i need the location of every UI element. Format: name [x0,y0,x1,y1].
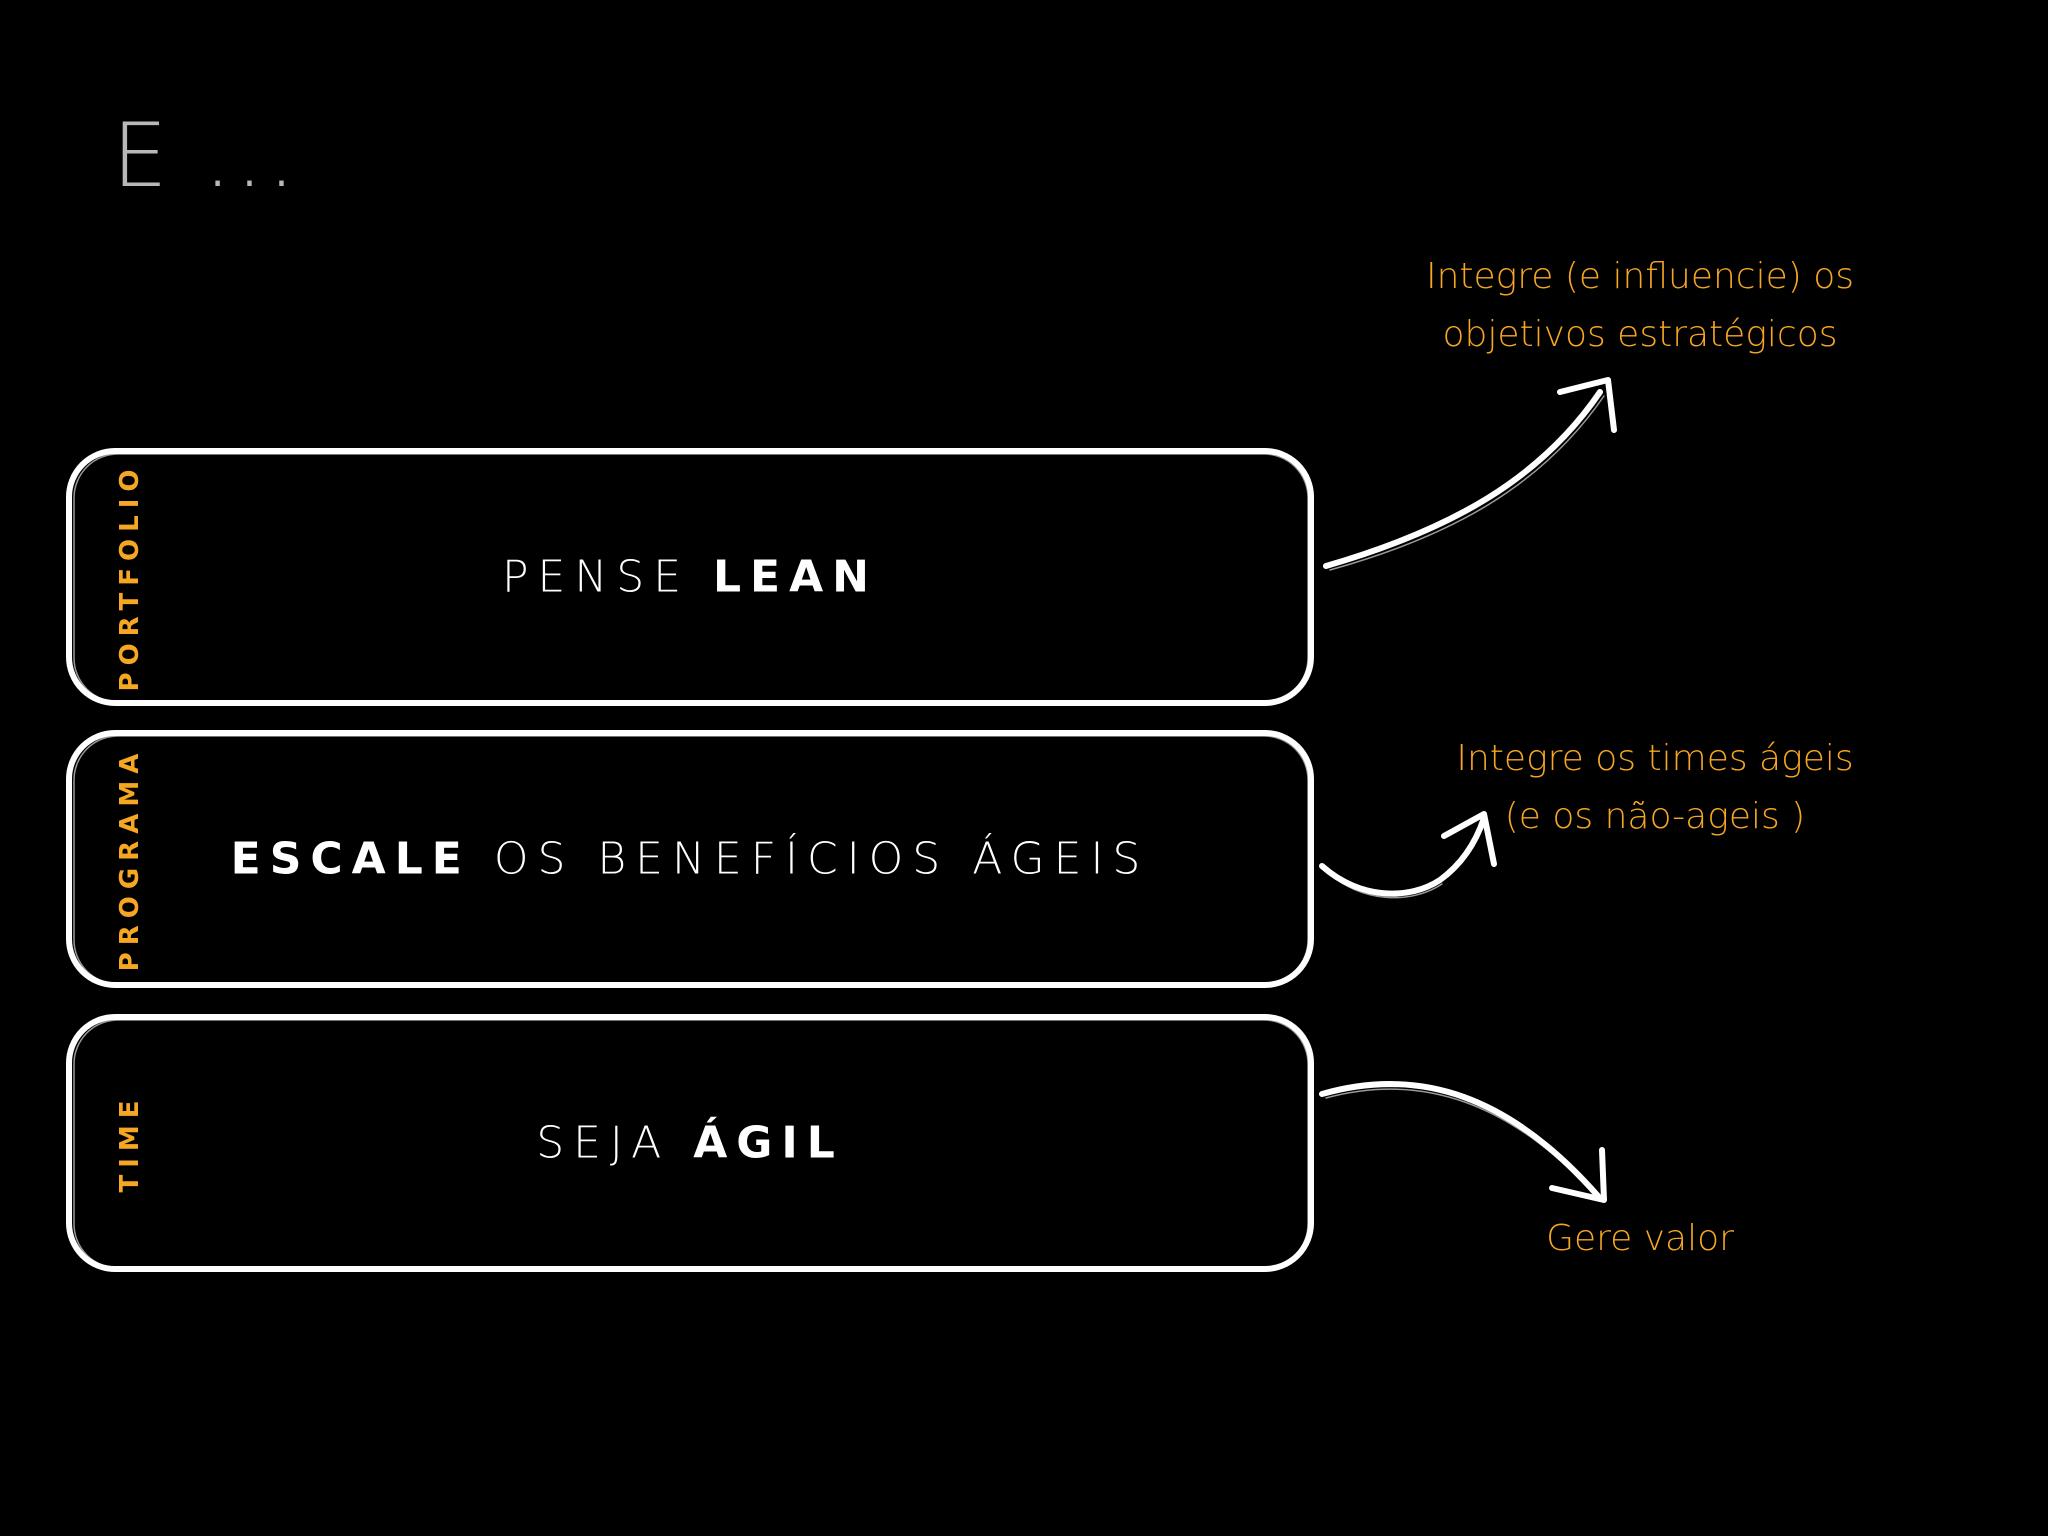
portfolio-text-before: PENSE [502,551,713,603]
portfolio-statement: PENSE LEAN [66,552,1314,603]
time-statement: SEJA ÁGIL [66,1118,1314,1169]
time-annotation: Gere valor [1440,1210,1840,1268]
portfolio-annotation-line2: objetivos estratégicos [1442,314,1838,355]
programa-annotation-line2: (e os não-ageis ) [1504,796,1806,837]
portfolio-annotation-line1: Integre (e influencie) os [1425,256,1855,297]
time-frame [66,1014,1314,1272]
programa-annotation: Integre os times ágeis (e os não-ageis ) [1410,730,1900,846]
portfolio-frame [66,448,1314,706]
time-text-before: SEJA [536,1117,694,1169]
portfolio-annotation: Integre (e influencie) os objetivos estr… [1380,248,1900,364]
programa-annotation-line1: Integre os times ágeis [1456,738,1854,779]
arrow-down-right-icon [1319,1081,1607,1203]
programa-layer-box: PROGRAMA ESCALE OS BENEFÍCIOS ÁGEIS [66,730,1314,988]
portfolio-text-strong: LEAN [712,551,878,603]
time-text-strong: ÁGIL [693,1117,844,1169]
time-layer-box: TIME SEJA ÁGIL [66,1014,1314,1272]
programa-text-strong: ESCALE [230,833,471,885]
arrow-up-right-icon [1323,377,1617,571]
programa-statement: ESCALE OS BENEFÍCIOS ÁGEIS [66,834,1314,885]
time-annotation-line1: Gere valor [1546,1218,1734,1259]
portfolio-layer-box: PORTFOLIO PENSE LEAN [66,448,1314,706]
programa-frame [66,730,1314,988]
slide-title: E ... [112,104,300,207]
programa-text-after: OS BENEFÍCIOS ÁGEIS [470,833,1150,885]
